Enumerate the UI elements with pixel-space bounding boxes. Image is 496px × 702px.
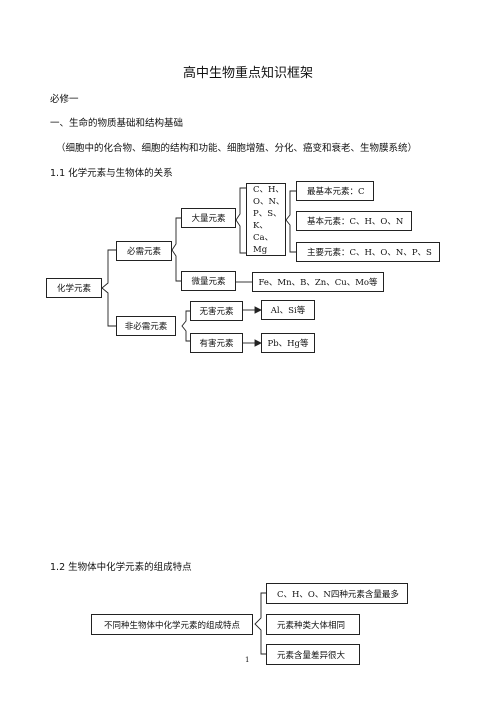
macro-element-line: P、S、 <box>253 208 282 219</box>
chapter-scope: （细胞中的化合物、细胞的结构和功能、细胞增殖、分化、癌变和衰老、生物膜系统） <box>56 143 418 154</box>
section-label: 必修一 <box>50 94 79 105</box>
main-elements-box: 主要元素：C、H、O、N、P、S <box>296 242 440 262</box>
page-number: 1 <box>245 656 250 664</box>
nonessential-elements-box: 非必需元素 <box>116 316 176 336</box>
harmful-elements-list-box: Pb、Hg等 <box>261 333 315 353</box>
brace-main <box>285 190 296 253</box>
basic-elements-box: 基本元素：C、H、O、N <box>296 211 412 231</box>
harmful-elements-box: 有害元素 <box>190 333 243 353</box>
composition-feature-box: C、H、O、N四种元素含量最多 <box>266 583 408 604</box>
macro-element-line: C、H、 <box>253 184 284 195</box>
composition-features-root-box: 不同种生物体中化学元素的组成特点 <box>91 614 253 635</box>
essential-elements-box: 必需元素 <box>116 241 172 261</box>
composition-feature-box: 元素含量差异很大 <box>266 644 360 665</box>
harmless-elements-list-box: Al、Si等 <box>261 300 315 320</box>
page-title: 高中生物重点知识框架 <box>182 66 313 81</box>
micro-elements-box: 微量元素 <box>181 271 236 291</box>
macro-element-line: O、N、 <box>253 196 285 207</box>
micro-elements-list-box: Fe、Mn、B、Zn、Cu、Mo等 <box>252 272 384 292</box>
brace-essential <box>171 217 181 282</box>
macro-element-line: K、Ca、 <box>253 220 274 243</box>
root-chemical-elements-box: 化学元素 <box>46 278 102 298</box>
heading-1-2: 1.2 生物体中化学元素的组成特点 <box>50 562 192 573</box>
composition-feature-box: 元素种类大体相同 <box>266 614 360 635</box>
heading-1-1: 1.1 化学元素与生物体的关系 <box>50 168 173 179</box>
macro-elements-box: 大量元素 <box>181 208 236 228</box>
most-basic-element-box: 最基本元素：C <box>296 181 374 201</box>
macro-element-line: Mg <box>253 244 268 255</box>
macro-elements-list-box: C、H、 O、N、 P、S、 K、Ca、 Mg <box>246 183 286 256</box>
harmless-elements-box: 无害元素 <box>190 301 243 321</box>
brace-root <box>101 249 116 327</box>
brace-macro <box>235 187 246 254</box>
brace-nonessential <box>181 310 190 342</box>
brace-diagram2 <box>254 592 266 655</box>
chapter-heading: 一、生命的物质基础和结构基础 <box>50 118 184 129</box>
